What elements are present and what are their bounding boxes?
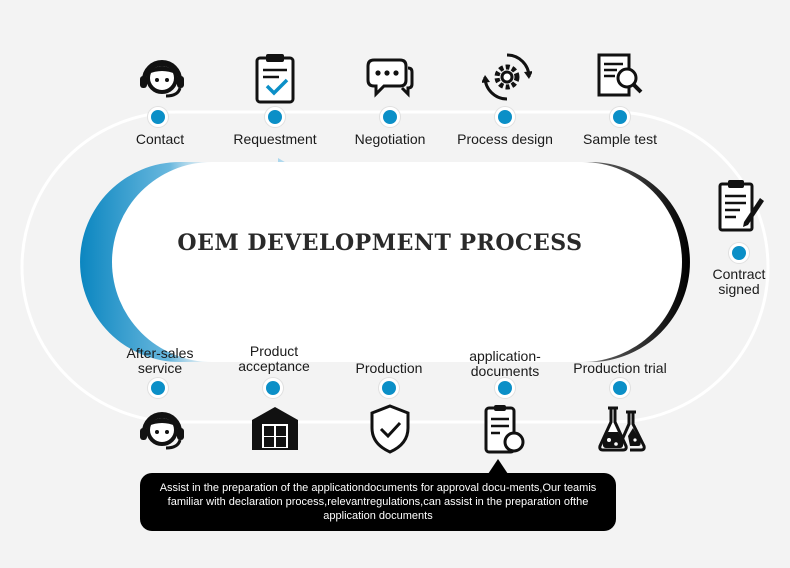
warehouse-icon xyxy=(250,404,300,457)
clipboard-check-icon xyxy=(253,52,297,109)
step-label-negotiation: Negotiation xyxy=(354,131,426,147)
document-search-icon xyxy=(595,52,645,107)
customer-service-icon xyxy=(134,402,190,463)
step-label-contact: Contact xyxy=(135,131,185,147)
diagram-title: OEM DEVELOPMENT PROCESS xyxy=(177,230,583,256)
document-stamp-icon xyxy=(482,404,528,461)
callout-text: Assist in the preparation of the applica… xyxy=(159,482,597,522)
step-label-application-documents: application-documents xyxy=(469,348,541,379)
callout-pointer xyxy=(488,459,508,474)
step-marker xyxy=(265,107,285,127)
flasks-icon xyxy=(596,406,648,457)
step-label-production: Production xyxy=(355,360,423,376)
contract-pen-icon xyxy=(716,178,764,239)
step-marker xyxy=(380,107,400,127)
step-marker xyxy=(610,107,630,127)
step-marker xyxy=(263,378,283,398)
shield-check-icon xyxy=(368,404,412,459)
step-label-process-design: Process design xyxy=(457,131,553,147)
step-marker xyxy=(610,378,630,398)
step-marker xyxy=(495,107,515,127)
chat-bubbles-icon xyxy=(366,56,414,105)
step-marker xyxy=(495,378,515,398)
step-marker xyxy=(148,107,168,127)
step-marker xyxy=(729,243,749,263)
step-label-sample-test: Sample test xyxy=(583,131,657,147)
step-marker xyxy=(148,378,168,398)
center-pill xyxy=(112,162,682,362)
step-label-production-trial: Production trial xyxy=(573,360,667,376)
step-marker xyxy=(379,378,399,398)
gear-cycle-icon xyxy=(481,52,533,107)
callout-box: Assist in the preparation of the applica… xyxy=(140,473,616,531)
customer-service-icon xyxy=(134,50,190,111)
step-label-requestment: Requestment xyxy=(233,131,317,147)
